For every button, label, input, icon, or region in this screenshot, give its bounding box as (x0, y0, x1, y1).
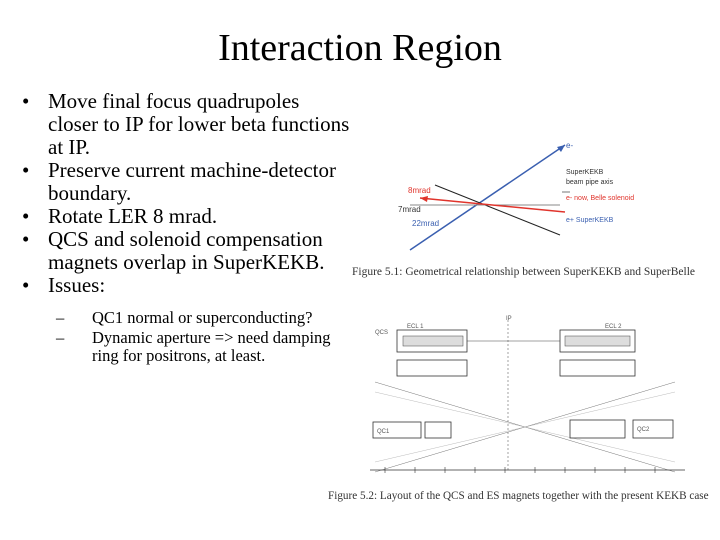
label-22mrad: 22mrad (412, 219, 439, 228)
label-qcs: QCS (375, 330, 388, 336)
bullet-dot-icon: • (22, 158, 30, 182)
bullet-item: •Rotate LER 8 mrad. (22, 204, 218, 228)
bullet-item: •QCS and solenoid compensation magnets o… (22, 227, 325, 274)
bullet-dot-icon: • (22, 273, 30, 297)
dash-icon: – (56, 308, 65, 327)
diagonal-line (374, 391, 676, 463)
magnet-inner-left-upper (402, 335, 464, 347)
magnet-inner-right-upper (564, 335, 631, 347)
e-minus-arrow-icon (557, 145, 565, 152)
bullet-item: •Issues: –QC1 normal or superconducting?… (22, 274, 352, 365)
label-e-minus: e- (566, 141, 573, 150)
bullet-list: •Move final focus quadrupoles closer to … (22, 90, 352, 367)
dash-icon: – (56, 328, 65, 347)
label-ecl-1: ECL 1 (407, 324, 424, 330)
e-minus-beam-line (409, 144, 566, 251)
sub-bullet-item: –Dynamic aperture => need damping ring f… (56, 328, 331, 365)
slide-title: Interaction Region (218, 27, 502, 69)
figure2-caption: Figure 5.2: Layout of the QCS and ES mag… (328, 490, 709, 502)
magnet-block-right-lower-2 (632, 419, 674, 439)
label-qc2: QC2 (637, 427, 650, 433)
e-plus-arrow-icon (420, 196, 428, 202)
label-8mrad: 8mrad (408, 186, 431, 195)
figure-magnet-layout: IP ECL 1 ECL 2 QCS QC1 QC2 (365, 312, 695, 480)
label-ecl-2: ECL 2 (605, 324, 622, 330)
sub-bullet-item: –QC1 normal or superconducting? (56, 308, 313, 327)
scale-ticks (384, 467, 656, 473)
label-superkekb: SuperKEKB (566, 169, 604, 176)
label-e-plus: e+ SuperKEKB (566, 217, 614, 224)
magnet-block-left-lower (372, 421, 422, 439)
magnet-block-right-mid (559, 359, 636, 377)
sub-bullet-list: –QC1 normal or superconducting? –Dynamic… (48, 309, 352, 365)
figure-beam-geometry: e- SuperKEKB beam pipe axis e- now, Bell… (390, 130, 690, 265)
figure1-caption: Figure 5.1: Geometrical relationship bet… (352, 266, 695, 278)
bullet-dot-icon: • (22, 89, 30, 113)
magnet-block-left-lower-2 (424, 421, 452, 439)
label-belle-solenoid: e- now, Belle solenoid (566, 195, 634, 202)
bullet-item: •Preserve current machine-detector bound… (22, 158, 337, 205)
label-ip: IP (506, 316, 512, 322)
beam-pipe-diagonal (434, 184, 561, 236)
e-plus-beam-line (419, 197, 566, 213)
label-beam-pipe: beam pipe axis (566, 179, 614, 186)
bullet-item: •Move final focus quadrupoles closer to … (22, 89, 350, 159)
bullet-dot-icon: • (22, 227, 30, 251)
label-7mrad: 7mrad (398, 205, 421, 214)
magnet-block-right-lower (569, 419, 626, 439)
magnet-block-left-mid (396, 359, 468, 377)
bullet-dot-icon: • (22, 204, 30, 228)
label-qc1: QC1 (377, 429, 390, 435)
